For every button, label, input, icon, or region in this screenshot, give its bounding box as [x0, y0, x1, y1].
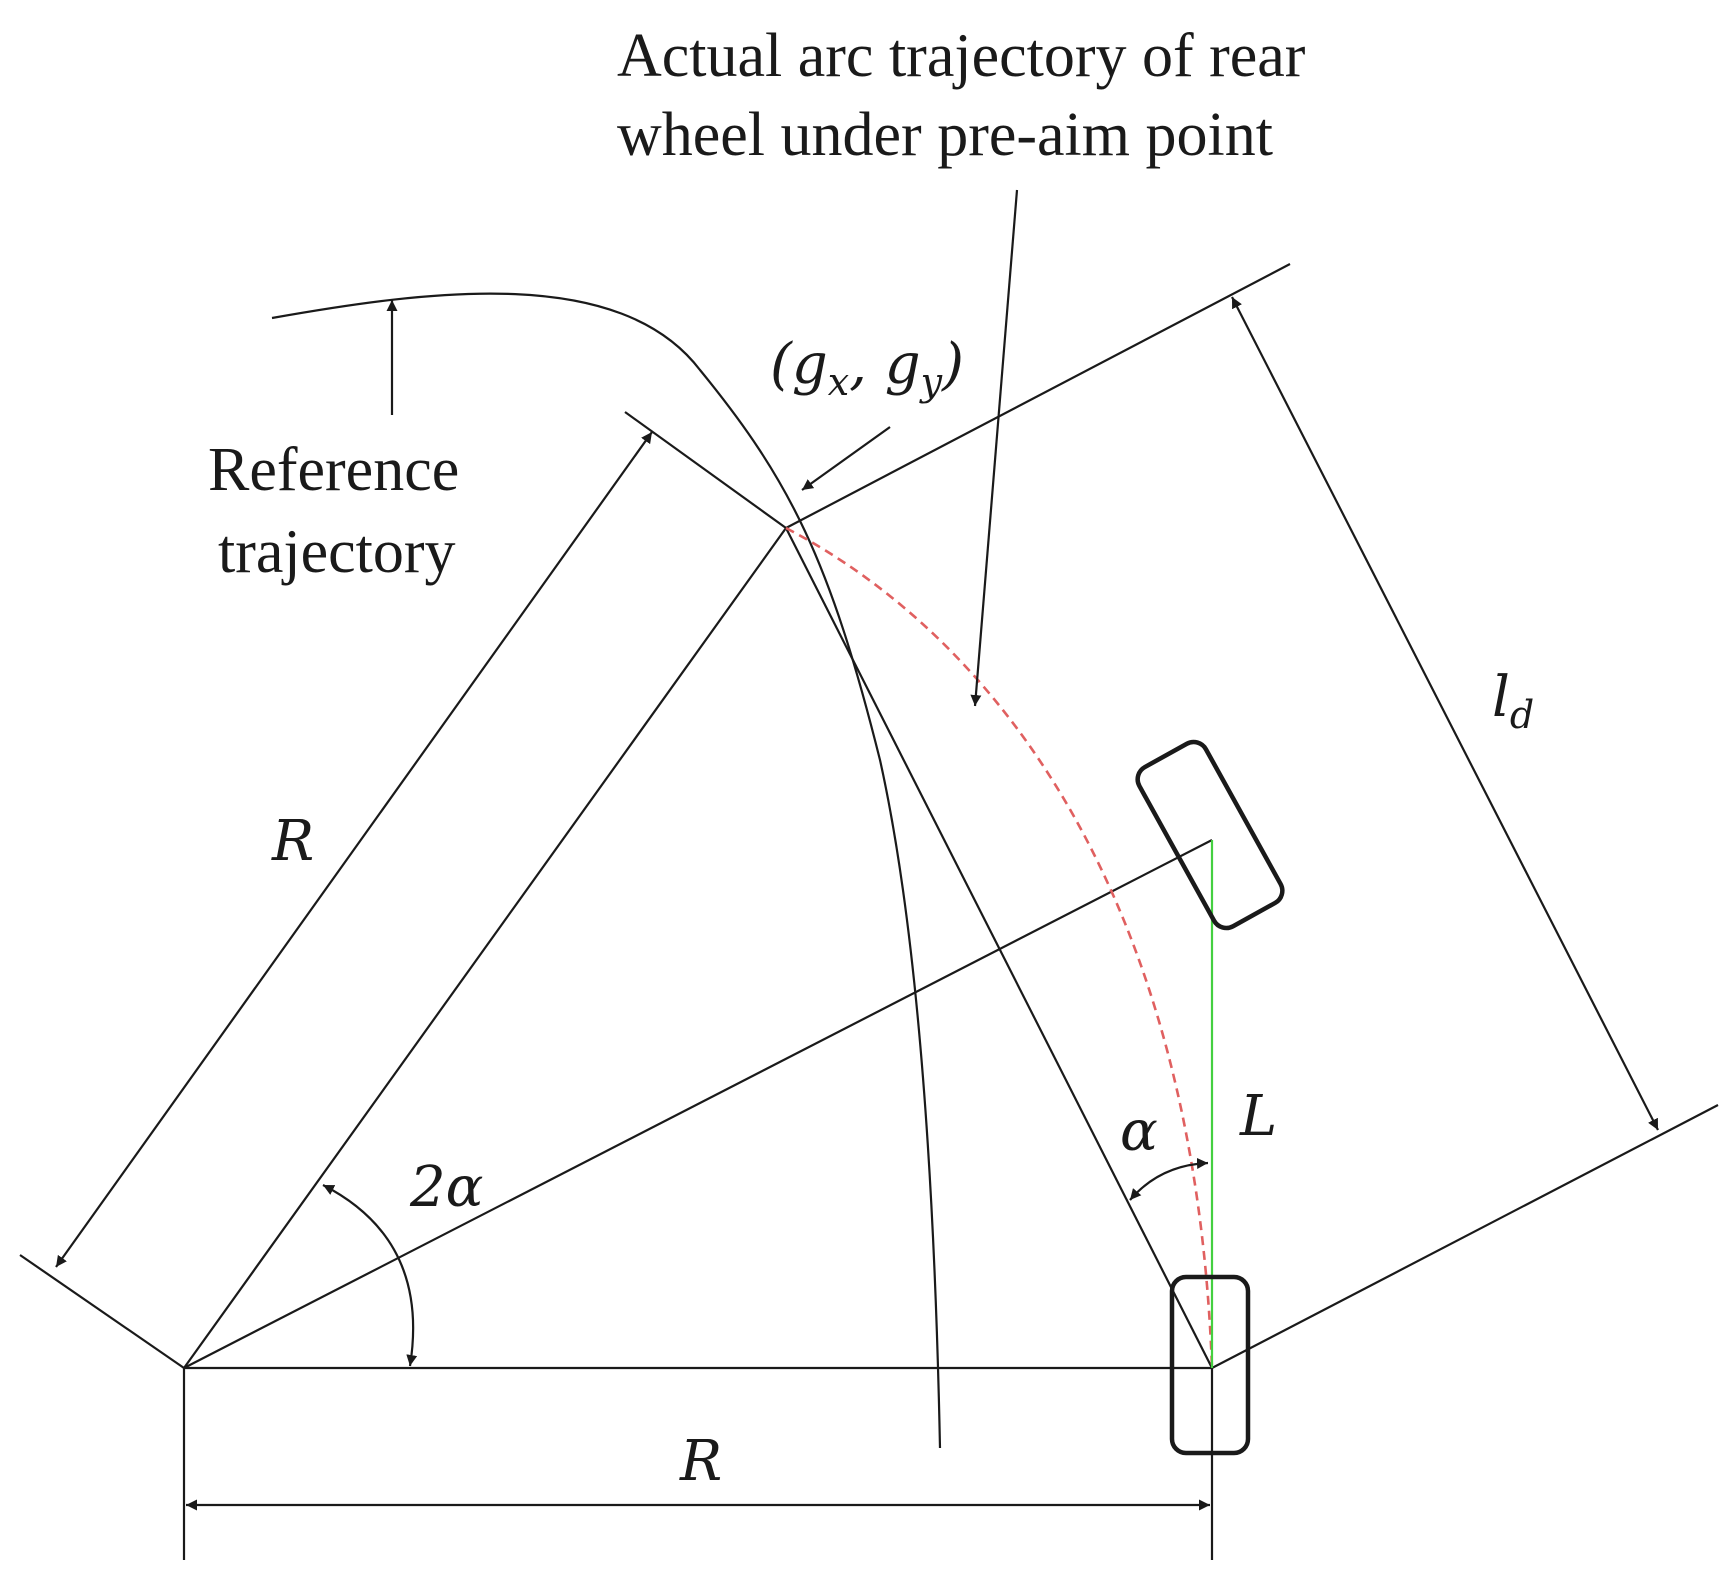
reference-label-line2: trajectory	[218, 518, 456, 586]
actual-arc-pointer-arrow	[970, 189, 1019, 707]
actual-arc-trajectory	[785, 526, 1214, 1369]
radius-label-bottom: R	[679, 1429, 722, 1494]
radius-line-to-goal	[183, 527, 787, 1369]
radius-dimension-arrow-left	[55, 431, 653, 1268]
center-to-front-axle-line	[183, 839, 1213, 1369]
reference-trajectory-curve	[271, 292, 942, 1449]
goal-point-pointer-arrow	[801, 426, 891, 491]
actual-arc-label-line1: Actual arc trajectory of rear	[617, 22, 1306, 90]
lookahead-line	[785, 527, 1213, 1369]
goal-perpendicular-line	[785, 263, 1291, 529]
radius-label-left: R	[271, 809, 314, 874]
alpha-label: α	[1120, 1099, 1158, 1164]
goal-point-label: (gx, gy)	[770, 332, 964, 404]
radius-extension-line-top	[624, 411, 787, 529]
actual-arc-label-line2: wheel under pre-aim point	[617, 101, 1273, 169]
wheelbase-label: L	[1239, 1084, 1277, 1149]
reference-label-line1: Reference	[208, 436, 459, 504]
front-wheel	[1135, 739, 1285, 931]
lookahead-label: ld	[1492, 665, 1534, 737]
rear-perpendicular-line	[1211, 1104, 1719, 1369]
rear-wheel	[1169, 1274, 1251, 1456]
two-alpha-label: 2α	[409, 1155, 483, 1220]
two-alpha-angle-arc	[322, 1184, 418, 1367]
lookahead-dimension-arrow	[1231, 296, 1659, 1131]
alpha-angle-arc	[1129, 1157, 1209, 1201]
radius-extension-line-bottom	[19, 1254, 185, 1369]
